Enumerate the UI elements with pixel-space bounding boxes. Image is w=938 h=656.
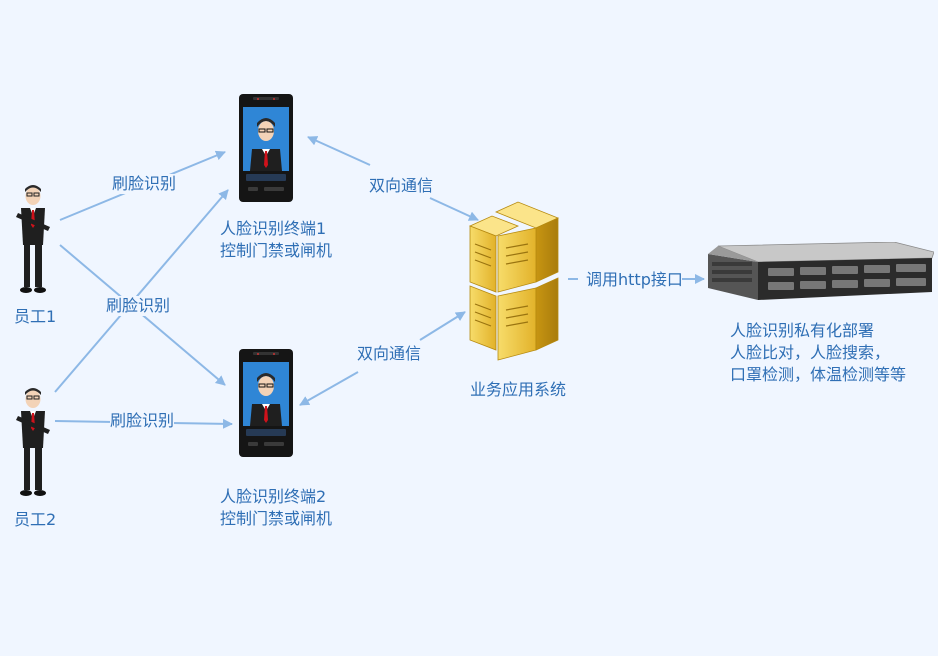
private-server-line3: 口罩检测，体温检测等等 [730, 365, 907, 384]
terminal-1-device [239, 94, 293, 202]
terminal-1-label-line2: 控制门禁或闸机 [220, 241, 333, 260]
arrow-person2-terminal1 [54, 189, 229, 393]
edge-label-http-call: 调用http接口 [586, 270, 683, 289]
business-system-label: 业务应用系统 [470, 380, 567, 399]
edge-label-two-way-2: 双向通信 [357, 344, 422, 364]
arrow-business-terminal1 [307, 136, 371, 166]
edge-label-face-scan-2: 刷脸识别 [110, 411, 175, 431]
person-1-figure [16, 185, 50, 293]
terminal-2-label: 人脸识别终端2 控制门禁或闸机 [220, 486, 332, 530]
private-server-description: 人脸识别私有化部署 人脸比对，人脸搜索， 口罩检测，体温检测等等 [730, 320, 906, 386]
terminal-1-label-line1: 人脸识别终端1 [220, 219, 327, 238]
private-server-rack-icon [708, 242, 934, 300]
edge-label-face-scan-mid: 刷脸识别 [106, 296, 171, 316]
edge-label-two-way-1: 双向通信 [369, 176, 434, 196]
private-server-line1: 人脸识别私有化部署 [730, 321, 875, 340]
terminal-2-label-line2: 控制门禁或闸机 [220, 509, 333, 528]
terminal-2-label-line1: 人脸识别终端2 [220, 487, 327, 506]
private-server-line2: 人脸比对，人脸搜索， [730, 343, 891, 362]
arrow-business-terminal2 [299, 371, 359, 406]
terminal-2-device [239, 349, 293, 457]
arrow-terminal2-business [419, 311, 466, 341]
person-2-figure [16, 388, 50, 496]
person-1-label: 员工1 [14, 307, 57, 326]
person-2-label: 员工2 [14, 510, 57, 529]
terminal-1-label: 人脸识别终端1 控制门禁或闸机 [220, 218, 332, 262]
business-system-servers-icon [468, 201, 560, 361]
edge-label-face-scan-1: 刷脸识别 [112, 174, 177, 194]
arrow-terminal1-business [429, 197, 479, 221]
